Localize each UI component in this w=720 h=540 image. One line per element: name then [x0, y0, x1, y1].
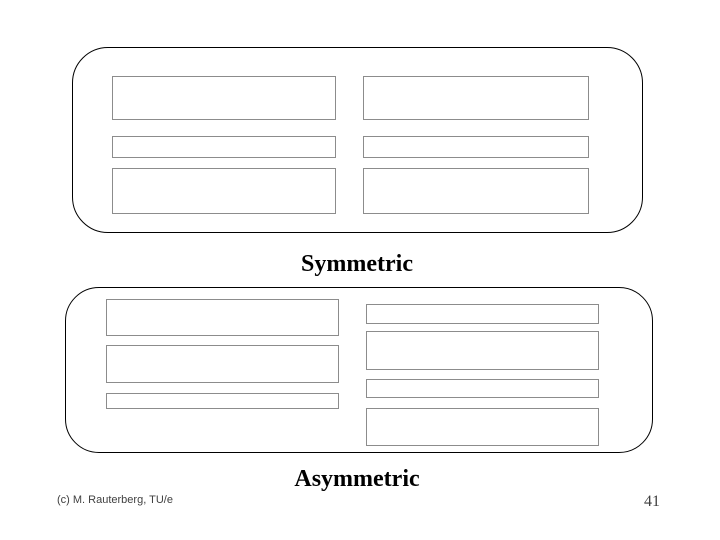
symmetric-layout-box	[363, 136, 589, 158]
symmetric-layout-box	[112, 136, 336, 158]
symmetric-layout-box	[112, 168, 336, 214]
asymmetric-panel-frame	[65, 287, 653, 453]
asymmetric-layout-box	[366, 331, 599, 370]
symmetric-layout-box	[363, 76, 589, 120]
symmetric-label: Symmetric	[301, 251, 413, 277]
asymmetric-layout-box	[106, 299, 339, 336]
asymmetric-layout-box	[106, 345, 339, 383]
asymmetric-layout-box	[106, 393, 339, 409]
asymmetric-layout-box	[366, 304, 599, 324]
asymmetric-label: Asymmetric	[294, 466, 420, 492]
page-number: 41	[644, 493, 660, 510]
symmetric-layout-box	[363, 168, 589, 214]
symmetric-panel-frame	[72, 47, 643, 233]
asymmetric-layout-box	[366, 408, 599, 446]
footer-credit: (c) M. Rauterberg, TU/e	[57, 494, 173, 506]
asymmetric-layout-box	[366, 379, 599, 398]
symmetric-layout-box	[112, 76, 336, 120]
